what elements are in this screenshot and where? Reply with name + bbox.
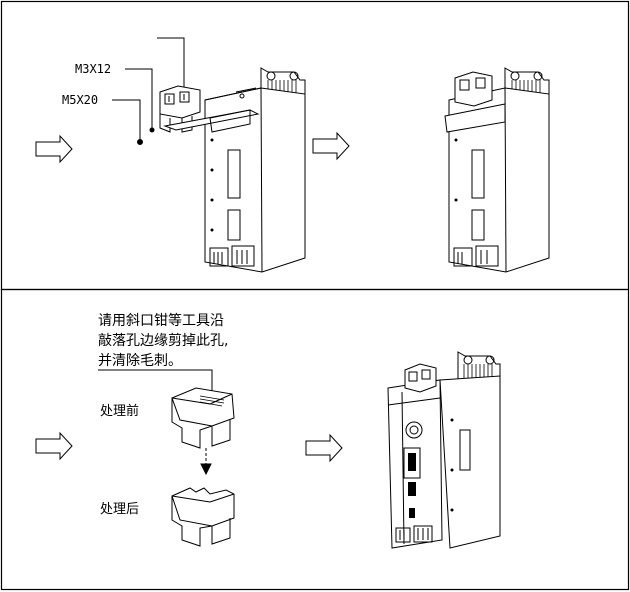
instruction-line-3: 并清除毛刺。 [98, 353, 182, 369]
terminal-block-exploded [159, 85, 260, 133]
cover-part-before [171, 387, 235, 449]
drive-unit-after [444, 67, 550, 273]
leader-line-terminal [157, 37, 185, 90]
screw-label-m3x12: M3X12 [75, 62, 111, 76]
step-arrow-left-top [35, 134, 73, 164]
knockout-hatch [199, 395, 225, 407]
after-label: 处理后 [100, 502, 139, 517]
step-arrow-middle-bottom [305, 433, 343, 463]
drive-unit-before [204, 67, 306, 273]
bottom-panel-frame [0, 288, 630, 591]
instruction-leader [98, 369, 213, 398]
instruction-line-1: 请用斜口钳等工具沿 [98, 312, 224, 329]
screw-label-m5x20: M5X20 [62, 93, 98, 107]
rotary-knob [405, 421, 423, 439]
step-arrow-left-bottom [35, 431, 73, 461]
step-arrow-middle-top [312, 131, 350, 161]
leader-line-m5x20 [112, 99, 143, 145]
instruction-text: 请用斜口钳等工具沿 敲落孔边缘剪掉此孔, 并清除毛刺。 [98, 312, 228, 369]
instruction-line-2: 敲落孔边缘剪掉此孔, [98, 332, 228, 349]
display-window [403, 447, 421, 479]
before-label: 处理前 [100, 403, 139, 419]
drive-unit-finished [387, 351, 501, 549]
leader-line-m3x12 [125, 68, 155, 133]
cover-part-after [171, 487, 235, 547]
down-arrow [200, 448, 212, 476]
